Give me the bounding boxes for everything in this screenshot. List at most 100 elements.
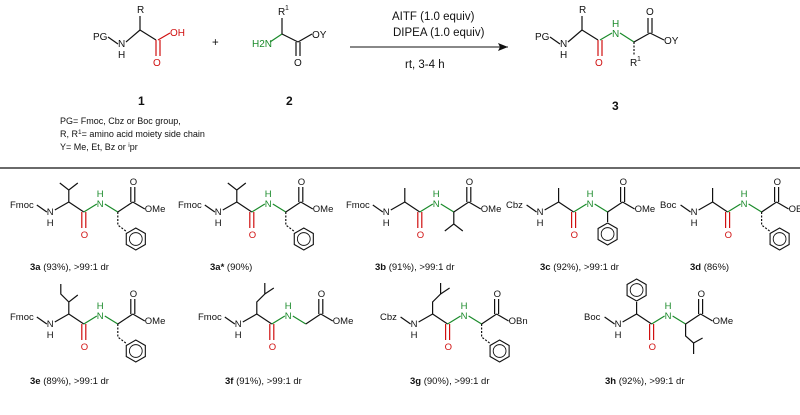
pg-label: Fmoc xyxy=(198,312,222,323)
amide-o-label: O xyxy=(269,342,276,353)
ester-label: OMe xyxy=(333,316,354,327)
note-r: R, R1= amino acid moiety side chain xyxy=(60,129,205,139)
h-label: H xyxy=(691,218,698,229)
ester-label: OMe xyxy=(145,316,166,327)
ester-label: OBn xyxy=(509,316,528,327)
compound-caption: 3d (86%) xyxy=(690,262,729,273)
reagent-aitf: AITF (1.0 equiv) xyxy=(392,11,475,23)
amide-h-label: H xyxy=(461,301,468,312)
pg-label: Fmoc xyxy=(10,312,34,323)
n-label: N xyxy=(537,207,544,218)
oy-label: OY xyxy=(664,36,679,47)
ester-label: OMe xyxy=(145,204,166,215)
amide-h-label: H xyxy=(665,301,672,312)
ester-o-label: O xyxy=(698,289,705,300)
phenyl-ring xyxy=(293,227,314,251)
h-label: H xyxy=(560,50,567,61)
pg-label: Boc xyxy=(584,312,601,323)
reaction-time: rt, 3-4 h xyxy=(405,59,445,71)
oy-label: OY xyxy=(312,30,327,41)
phenyl-ring xyxy=(489,339,510,363)
n-label: N xyxy=(411,319,418,330)
pg-label: Cbz xyxy=(506,200,523,211)
h-label: H xyxy=(537,218,544,229)
h-label: H xyxy=(411,330,418,341)
ester-label: OMe xyxy=(713,316,734,327)
compound-caption: 3a* (90%) xyxy=(210,262,252,273)
amide-o-label: O xyxy=(81,230,88,241)
n-label: N xyxy=(47,319,54,330)
h-label: H xyxy=(615,330,622,341)
ester-o-label: O xyxy=(774,177,781,188)
amide-h-label: H xyxy=(97,189,104,200)
amide-n-label: N xyxy=(587,199,594,210)
phenyl-ring xyxy=(125,339,146,363)
ester-label: OMe xyxy=(635,204,656,215)
h-label: H xyxy=(235,330,242,341)
amide-h-label: H xyxy=(97,301,104,312)
amide-o-label: O xyxy=(81,342,88,353)
h-label: H xyxy=(383,218,390,229)
amide-h-label: H xyxy=(741,189,748,200)
plus-sign: + xyxy=(212,37,219,49)
compound-number-3: 3 xyxy=(612,99,619,113)
ester-o-label: O xyxy=(298,177,305,188)
h2n-label: H2N xyxy=(252,39,272,50)
pg-label: Fmoc xyxy=(346,200,370,211)
o-label: O xyxy=(595,58,603,69)
compound-caption: 3e (89%), >99:1 dr xyxy=(30,376,109,387)
amide-n-label: N xyxy=(97,199,104,210)
amide-h-label: H xyxy=(433,189,440,200)
ester-o-label: O xyxy=(466,177,473,188)
ester-label: OMe xyxy=(481,204,502,215)
amide-o-label: O xyxy=(249,230,256,241)
phenyl-ring xyxy=(626,278,647,302)
r1-superscript: 1 xyxy=(285,5,289,12)
h-label: H xyxy=(47,330,54,341)
compound-number-2: 2 xyxy=(286,94,293,108)
amide-h-label: H xyxy=(612,19,619,30)
definitions: PG= Fmoc, Cbz or Boc group, R, R1= amino… xyxy=(60,116,205,152)
ester-o-label: O xyxy=(494,289,501,300)
amide-o-label: O xyxy=(571,230,578,241)
compound-number-1: 1 xyxy=(138,94,145,108)
amide-n-label: N xyxy=(265,199,272,210)
reactant-1: PG N H R O OH 1 xyxy=(93,5,185,108)
amide-n-label: N xyxy=(285,311,292,322)
amide-h-label: H xyxy=(285,301,292,312)
n-label: N xyxy=(47,207,54,218)
n-label: N xyxy=(560,39,567,50)
h-label: H xyxy=(118,50,125,61)
n-label: N xyxy=(383,207,390,218)
ester-o-label: O xyxy=(130,289,137,300)
note-pg: PG= Fmoc, Cbz or Boc group, xyxy=(60,116,181,126)
amide-n-label: N xyxy=(433,199,440,210)
ester-label: OEt xyxy=(789,204,800,215)
amide-n-label: N xyxy=(461,311,468,322)
compound-caption: 3f (91%), >99:1 dr xyxy=(225,376,302,387)
r1-label: R xyxy=(630,58,637,69)
amide-n-label: N xyxy=(665,311,672,322)
r-label: R xyxy=(137,5,144,16)
pg-label: Fmoc xyxy=(178,200,202,211)
n-label: N xyxy=(235,319,242,330)
amide-h-label: H xyxy=(587,189,594,200)
pg-label: PG xyxy=(535,32,550,43)
o-label: O xyxy=(153,58,161,69)
n-label: N xyxy=(615,319,622,330)
ester-o-label: O xyxy=(318,289,325,300)
amide-n-label: N xyxy=(741,199,748,210)
n-label: N xyxy=(691,207,698,218)
h-label: H xyxy=(215,218,222,229)
phenyl-ring xyxy=(125,227,146,251)
amide-n-label: N xyxy=(97,311,104,322)
amide-o-label: O xyxy=(725,230,732,241)
n-label: N xyxy=(118,39,125,50)
